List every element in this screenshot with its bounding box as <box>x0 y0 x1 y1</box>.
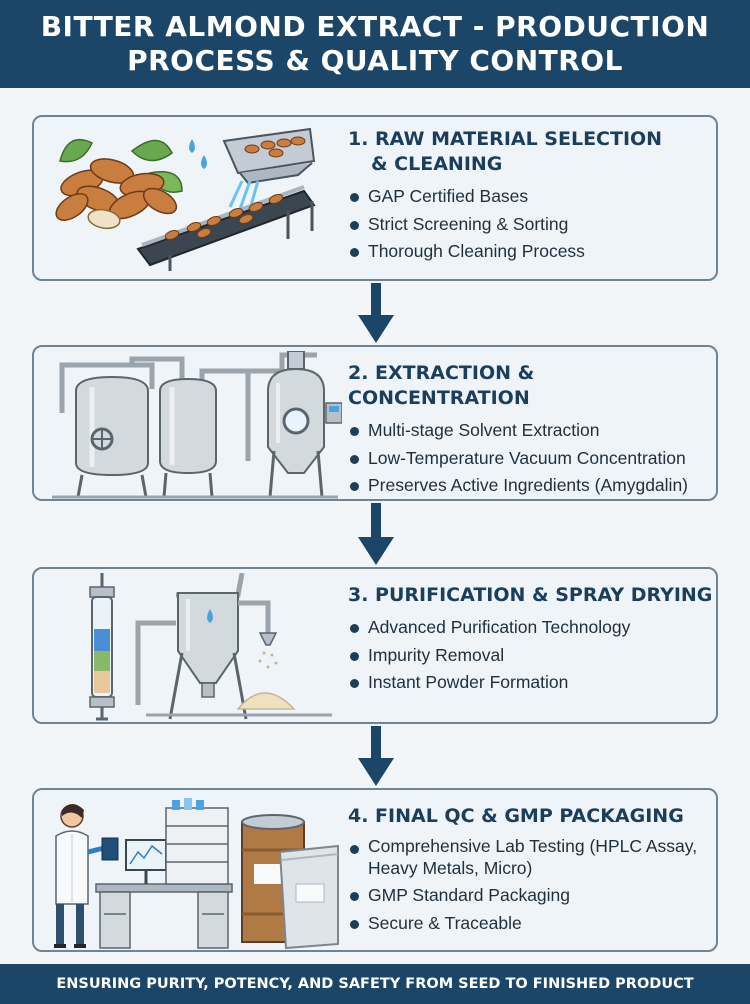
page-title-line-2: PROCESS & QUALITY CONTROL <box>127 44 623 77</box>
step-2-bullet: Multi-stage Solvent Extraction <box>348 417 716 445</box>
step-3-bullet: Advanced Purification Technology <box>348 614 712 642</box>
arrow-down-icon <box>358 503 394 565</box>
step-1-bullet: GAP Certified Bases <box>348 183 662 211</box>
step-3-card: 3. PURIFICATION & SPRAY DRYING Advanced … <box>32 567 718 724</box>
page-header: BITTER ALMOND EXTRACT - PRODUCTION PROCE… <box>0 0 750 88</box>
step-3-title: 3. PURIFICATION & SPRAY DRYING <box>348 584 713 606</box>
arrow-down-icon <box>358 283 394 343</box>
step-1-title-line-2: & CLEANING <box>371 153 503 175</box>
arrow-down-icon <box>358 726 394 786</box>
step-4-bullet: GMP Standard Packaging <box>348 882 708 910</box>
step-1-bullet: Strict Screening & Sorting <box>348 211 662 239</box>
lab-and-packaging-illustration <box>54 798 339 950</box>
step-2-card: 2. EXTRACTION & CONCENTRATION Multi-stag… <box>32 345 718 501</box>
footer-tagline: ENSURING PURITY, POTENCY, AND SAFETY FRO… <box>56 976 694 992</box>
step-4-bullet: Secure & Traceable <box>348 910 708 938</box>
step-2-title: 2. EXTRACTION & CONCENTRATION <box>348 362 535 409</box>
step-4-bullets: Comprehensive Lab Testing (HPLC Assay, H… <box>348 835 708 937</box>
step-3-bullet: Impurity Removal <box>348 642 712 670</box>
step-3-bullets: Advanced Purification Technology Impurit… <box>348 614 712 697</box>
almond-conveyor-illustration <box>55 127 316 271</box>
step-3-bullet: Instant Powder Formation <box>348 669 712 697</box>
page-title-line-1: BITTER ALMOND EXTRACT - PRODUCTION <box>40 10 710 43</box>
page-footer: ENSURING PURITY, POTENCY, AND SAFETY FRO… <box>0 964 750 1004</box>
step-2-bullet: Low-Temperature Vacuum Concentration <box>348 445 716 473</box>
step-4-bullet: Comprehensive Lab Testing (HPLC Assay, H… <box>348 835 708 882</box>
step-2-bullets: Multi-stage Solvent Extraction Low-Tempe… <box>348 417 716 500</box>
step-1-title-line-1: 1. RAW MATERIAL SELECTION <box>348 128 663 150</box>
step-1-card: 1. RAW MATERIAL SELECTION & CLEANING GAP… <box>32 115 718 281</box>
extraction-tanks-illustration <box>52 351 342 499</box>
step-2-bullet: Preserves Active Ingredients (Amygdalin) <box>348 472 716 500</box>
step-1-bullets: GAP Certified Bases Strict Screening & S… <box>348 183 662 266</box>
step-1-bullet: Thorough Cleaning Process <box>348 238 662 266</box>
step-4-card: 4. FINAL QC & GMP PACKAGING Comprehensiv… <box>32 788 718 952</box>
step-4-title: 4. FINAL QC & GMP PACKAGING <box>348 805 684 827</box>
spray-dryer-illustration <box>89 573 332 721</box>
